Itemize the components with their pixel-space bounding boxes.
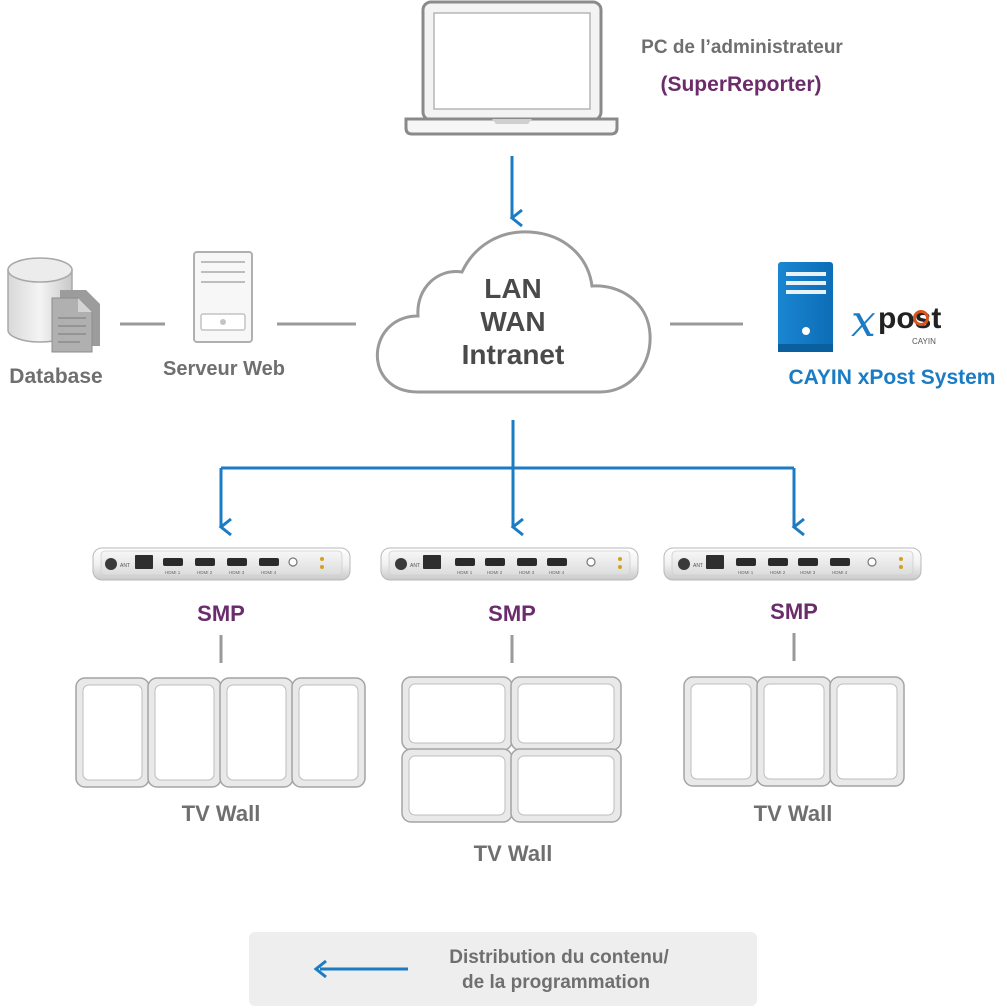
cloud-icon [375, 230, 652, 394]
legend-line-1: Distribution du contenu/ [449, 947, 669, 968]
smp-player-2: ANT HDMI 1 HDMI 2 HDMI 3 HDMI 4 [380, 547, 639, 581]
cloud-wan-label: WAN [480, 306, 545, 337]
cloud-lan-label: LAN [484, 273, 542, 304]
tv-screen [683, 676, 759, 787]
svg-text:x: x [851, 296, 876, 347]
svg-text:HDMI 3: HDMI 3 [229, 570, 245, 575]
xpost-logo-sub: CAYIN [912, 337, 936, 346]
svg-text:HDMI 1: HDMI 1 [165, 570, 181, 575]
legend-box [249, 932, 757, 1006]
svg-text:HDMI 4: HDMI 4 [549, 570, 565, 575]
tv-wall-label-2: TV Wall [474, 841, 553, 866]
tv-screen [510, 748, 622, 823]
svg-text:HDMI 2: HDMI 2 [770, 570, 786, 575]
laptop-icon [404, 0, 619, 136]
smp-label-3: SMP [770, 599, 818, 624]
xpost-logo: x post CAYIN [851, 296, 941, 347]
svg-text:ANT: ANT [693, 563, 703, 569]
tv-wall-label-3: TV Wall [754, 801, 833, 826]
tv-screen [510, 676, 622, 751]
svg-text:HDMI 3: HDMI 3 [800, 570, 816, 575]
database-label: Database [9, 365, 102, 388]
tv-screen [219, 677, 294, 788]
tv-wall-1 [75, 677, 366, 788]
tv-screen [401, 676, 513, 751]
legend-arrowhead-icon [313, 959, 327, 979]
smp-player-1: ANT HDMI 1 HDMI 2 HDMI 3 HDMI 4 [92, 547, 351, 581]
tv-screen [75, 677, 150, 788]
tv-screen [147, 677, 222, 788]
tv-wall-2 [401, 676, 622, 823]
legend: Distribution du contenu/ de la programma… [249, 932, 757, 1006]
tv-screen [756, 676, 832, 787]
xpost-server-icon [778, 262, 833, 352]
distribution-lines [218, 420, 805, 537]
tv-wall-3 [683, 676, 905, 787]
webserver-label: Serveur Web [163, 358, 285, 380]
tv-screen [401, 748, 513, 823]
database-icon [7, 257, 100, 353]
svg-text:HDMI 4: HDMI 4 [832, 570, 848, 575]
svg-text:HDMI 1: HDMI 1 [738, 570, 754, 575]
admin-app-label: (SuperReporter) [660, 73, 821, 96]
cloud-intranet-label: Intranet [462, 339, 565, 370]
svg-text:HDMI 1: HDMI 1 [457, 570, 473, 575]
xpost-label: CAYIN xPost System [789, 366, 996, 389]
smp-label-1: SMP [197, 601, 245, 626]
admin-pc-label: PC de l’administrateur [641, 37, 843, 58]
svg-text:ANT: ANT [410, 563, 420, 569]
xpost-logo-o-mark [913, 310, 929, 326]
tv-screen [829, 676, 905, 787]
svg-text:ANT: ANT [120, 563, 130, 569]
legend-line-2: de la programmation [462, 972, 650, 993]
xpost-logo-text: post [878, 302, 941, 335]
tv-wall-label-1: TV Wall [182, 801, 261, 826]
smp-player-3: ANT HDMI 1 HDMI 2 HDMI 3 HDMI 4 [663, 547, 922, 581]
svg-text:HDMI 2: HDMI 2 [197, 570, 213, 575]
webserver-icon [193, 251, 253, 343]
smp-label-2: SMP [488, 601, 536, 626]
svg-text:HDMI 4: HDMI 4 [261, 570, 277, 575]
svg-text:HDMI 2: HDMI 2 [487, 570, 503, 575]
svg-text:HDMI 3: HDMI 3 [519, 570, 535, 575]
tv-screen [291, 677, 366, 788]
